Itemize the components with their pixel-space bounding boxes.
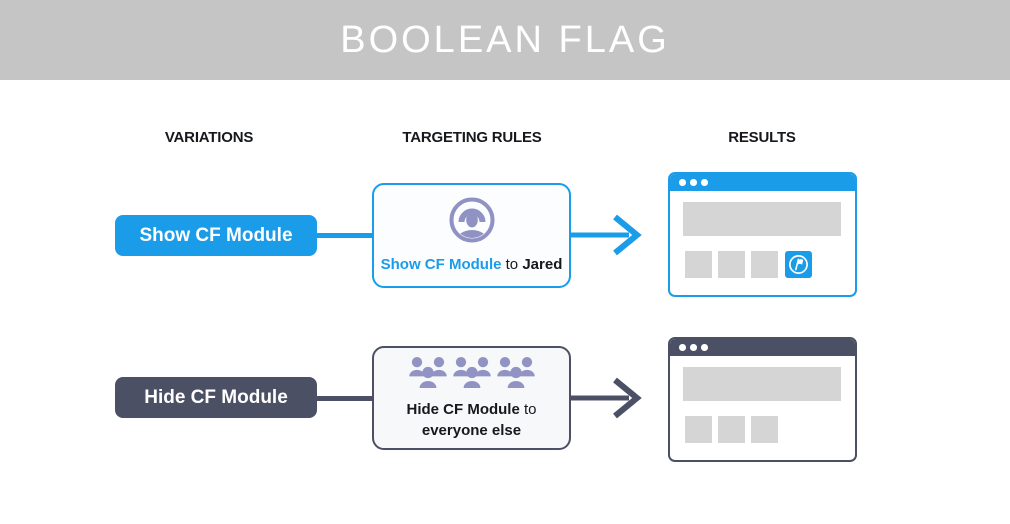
- window-dot-icon: [690, 344, 697, 351]
- cf-module-tile: [785, 251, 812, 278]
- content-block-placeholder: [718, 416, 745, 443]
- window-dot-icon: [679, 179, 686, 186]
- content-block-placeholder: [685, 251, 712, 278]
- result-browser-hide: [668, 337, 857, 462]
- column-header-targeting-rules: TARGETING RULES: [402, 129, 542, 146]
- rule-flag-label: Hide CF Module: [406, 401, 520, 418]
- rule-flag-label: Show CF Module: [380, 256, 502, 273]
- window-dot-icon: [701, 344, 708, 351]
- variation-show-cf-module: Show CF Module: [115, 215, 317, 256]
- crowd-icon: [408, 356, 535, 388]
- rule-audience: everyone else: [421, 422, 522, 439]
- content-block-placeholder: [751, 416, 778, 443]
- targeting-rule-card-hide: Hide CF Module to everyone else: [372, 346, 571, 450]
- targeting-rule-text: Show CF Module to Jared: [380, 254, 564, 275]
- result-browser-show: [668, 172, 857, 297]
- rule-connector-word: to: [523, 401, 537, 418]
- content-block-placeholder: [751, 251, 778, 278]
- flag-in-circle-icon: [789, 255, 808, 274]
- content-block-placeholder: [685, 416, 712, 443]
- page-title: BOOLEAN FLAG: [340, 18, 670, 61]
- column-header-results: RESULTS: [728, 129, 796, 146]
- browser-titlebar: [670, 339, 855, 356]
- rule-connector-word: to: [505, 256, 519, 273]
- content-banner-placeholder: [683, 202, 841, 236]
- targeting-rule-text: Hide CF Module to everyone else: [380, 399, 564, 441]
- header-banner: BOOLEAN FLAG: [0, 0, 1010, 80]
- content-block-placeholder: [718, 251, 745, 278]
- window-dot-icon: [690, 179, 697, 186]
- targeting-rule-card-show: Show CF Module to Jared: [372, 183, 571, 288]
- arrow-right-icon: [571, 214, 642, 256]
- connector-line: [315, 233, 373, 238]
- connector-line: [315, 396, 373, 401]
- window-dot-icon: [679, 344, 686, 351]
- variation-hide-cf-module: Hide CF Module: [115, 377, 317, 418]
- window-dot-icon: [701, 179, 708, 186]
- rule-audience: Jared: [522, 256, 563, 273]
- content-banner-placeholder: [683, 367, 841, 401]
- arrow-right-icon: [571, 377, 642, 419]
- browser-titlebar: [670, 174, 855, 191]
- column-header-variations: VARIATIONS: [164, 129, 254, 146]
- user-in-circle-icon: [449, 197, 494, 243]
